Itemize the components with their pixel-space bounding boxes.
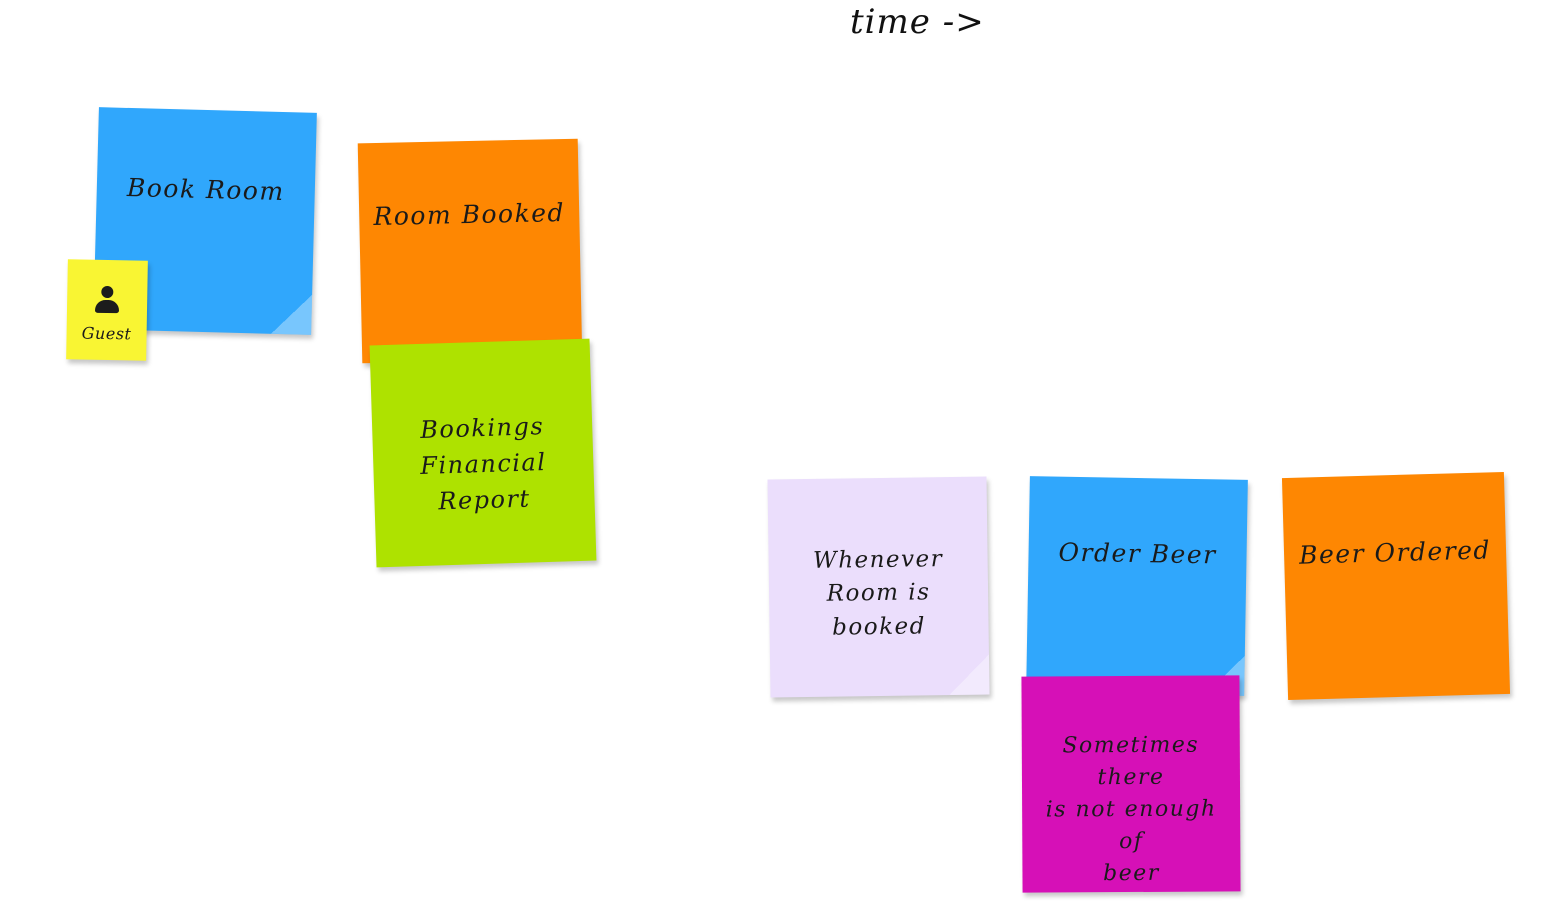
sticky-note-beer-ordered[interactable]: Beer Ordered <box>1281 471 1511 701</box>
sticky-note-bookings-financial-report[interactable]: Bookings Financial Report <box>369 338 597 568</box>
sticky-note-text: Beer Ordered <box>1298 535 1492 570</box>
sticky-note-text: Whenever Room is booked <box>812 546 944 641</box>
sticky-note-order-beer[interactable]: Order Beer <box>1026 476 1248 696</box>
timeline-title: time -> <box>850 2 985 42</box>
sticky-note-room-booked[interactable]: Room Booked <box>357 138 583 364</box>
person-icon <box>93 285 122 316</box>
sticky-note-text: Bookings Financial Report <box>419 412 547 516</box>
sticky-note-text: Book Room <box>126 172 286 207</box>
sticky-note-not-enough-beer[interactable]: Sometimes there is not enough of beer <box>1021 675 1241 893</box>
sticky-note-text: Guest <box>81 323 132 344</box>
sticky-note-text: Order Beer <box>1058 537 1217 570</box>
sticky-note-text: Room Booked <box>373 198 566 232</box>
sticky-note-whenever-room-booked[interactable]: Whenever Room is booked <box>767 476 990 698</box>
sticky-note-guest[interactable]: Guest <box>66 259 148 361</box>
sticky-note-text: Sometimes there is not enough of beer <box>1045 732 1217 886</box>
